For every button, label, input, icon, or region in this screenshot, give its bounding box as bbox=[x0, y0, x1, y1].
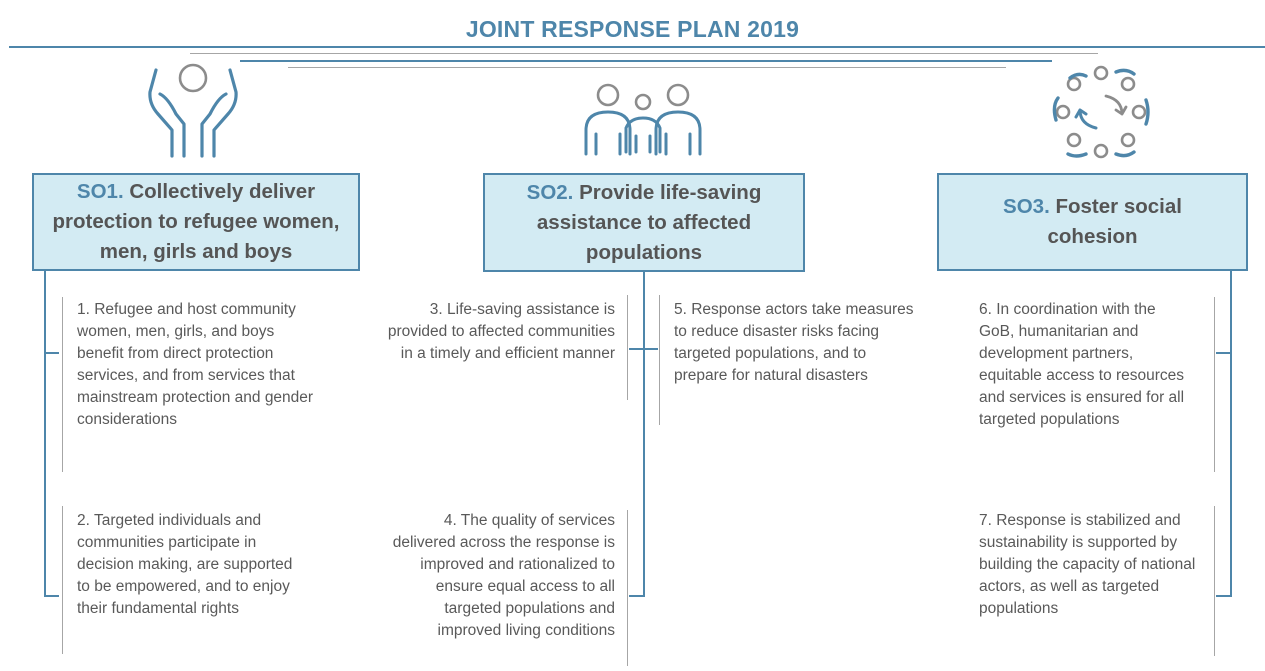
hands-holding-person-icon bbox=[148, 63, 238, 158]
so2-connector-trunk bbox=[643, 272, 645, 597]
outcome-2: 2. Targeted individuals and communities … bbox=[77, 512, 293, 617]
so2-box: SO2. Provide life-saving assistance to a… bbox=[483, 173, 805, 272]
so2-outcome-5-divider bbox=[659, 295, 660, 425]
so1-connector-trunk bbox=[44, 271, 46, 597]
title-underline bbox=[9, 46, 1265, 48]
so2-label: Provide life-saving assistance to affect… bbox=[536, 180, 762, 264]
so2-outcome-4-divider bbox=[627, 510, 628, 666]
so2-connector-branch-4 bbox=[629, 595, 644, 597]
so1-label: Collectively deliver protection to refug… bbox=[52, 180, 340, 263]
outcome-5: 5. Response actors take measures to redu… bbox=[674, 301, 914, 384]
outcome-3: 3. Life-saving assistance is provided to… bbox=[387, 301, 615, 362]
so1-outcome-2-divider bbox=[62, 506, 63, 654]
group-of-people-icon bbox=[584, 83, 702, 156]
outcome-4: 4. The quality of services delivered acr… bbox=[392, 512, 615, 639]
decorative-rule-blue bbox=[240, 60, 1052, 62]
outcome-6: 6. In coordination with the GoB, humanit… bbox=[979, 301, 1185, 428]
so3-outcome-6-divider bbox=[1214, 297, 1215, 472]
so1-outcome-1-divider bbox=[62, 297, 63, 472]
page-title: JOINT RESPONSE PLAN 2019 bbox=[465, 16, 800, 42]
so3-code: SO3. bbox=[1003, 195, 1050, 218]
circle-of-people-with-arrows-icon bbox=[1052, 65, 1150, 159]
so3-connector-trunk bbox=[1230, 271, 1232, 597]
so3-connector-branch-6 bbox=[1216, 352, 1231, 354]
outcome-1: 1. Refugee and host community women, men… bbox=[77, 301, 314, 428]
so3-outcome-7-divider bbox=[1214, 506, 1215, 656]
so3-label: Foster social cohesion bbox=[1047, 195, 1182, 248]
outcome-7: 7. Response is stabilized and sustainabi… bbox=[979, 512, 1196, 617]
decorative-rule-gray-short bbox=[288, 67, 1006, 68]
so3-box: SO3. Foster social cohesion bbox=[937, 173, 1248, 271]
so1-connector-branch-2 bbox=[44, 595, 59, 597]
so2-outcome-3-divider bbox=[627, 295, 628, 400]
so1-code: SO1. bbox=[76, 180, 124, 203]
so1-box: SO1. Collectively deliver protection to … bbox=[32, 173, 360, 271]
decorative-rule-gray bbox=[190, 53, 1098, 54]
so3-connector-branch-7 bbox=[1216, 595, 1231, 597]
so2-code: SO2. bbox=[526, 180, 574, 204]
so2-connector-branch-3 bbox=[629, 348, 658, 350]
so1-connector-branch-1 bbox=[44, 352, 59, 354]
